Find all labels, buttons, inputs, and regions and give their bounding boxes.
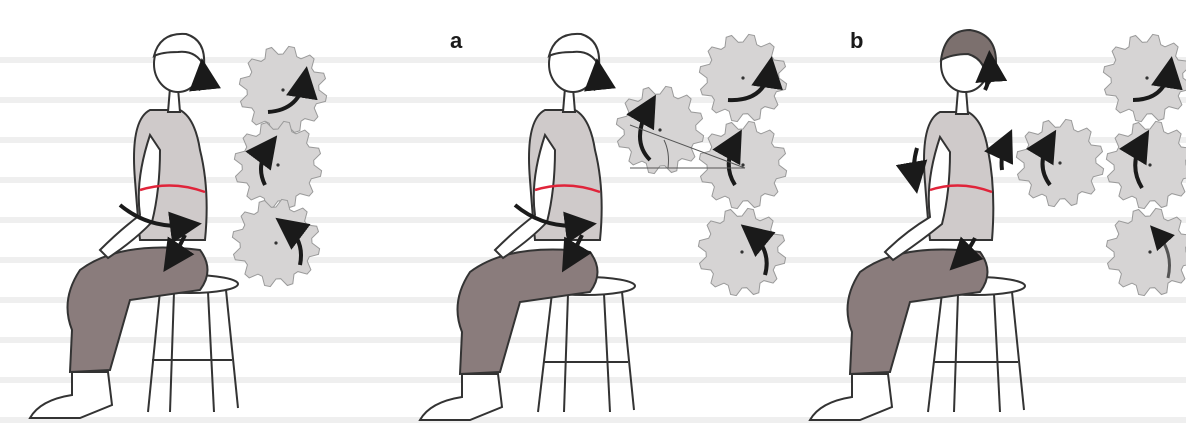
gear-icon <box>232 199 319 286</box>
gear-axle <box>1058 161 1061 164</box>
gear-icon <box>1016 119 1103 206</box>
gear-axle <box>740 250 743 253</box>
panel-b <box>810 30 1186 420</box>
gear-axle <box>1145 76 1148 79</box>
gear-stack-left <box>232 46 326 286</box>
gear-axle <box>658 128 661 131</box>
gear-axle <box>1148 163 1151 166</box>
gear-icon <box>239 46 326 133</box>
gear-icon <box>1106 208 1186 295</box>
panel-label-b: b <box>850 28 863 54</box>
gear-axle <box>1148 250 1151 253</box>
gear-icon <box>699 34 786 121</box>
gear-shape <box>1106 121 1186 208</box>
gear-icon <box>234 121 321 208</box>
gear-axle <box>281 88 284 91</box>
gear-icon <box>616 86 703 173</box>
gear-icon <box>698 208 785 295</box>
gear-icon <box>699 121 786 208</box>
gear-shape <box>1106 208 1186 295</box>
panel-a <box>420 34 787 420</box>
gear-axle <box>276 163 279 166</box>
gear-icon <box>1106 121 1186 208</box>
panel-left <box>30 34 327 418</box>
gear-axle <box>741 76 744 79</box>
gear-stack-a <box>616 34 786 295</box>
gear-axle <box>741 163 744 166</box>
gear-icon <box>1103 34 1186 121</box>
gear-axle <box>274 241 277 244</box>
panel-label-a: a <box>450 28 462 54</box>
gear-shape <box>1103 34 1186 121</box>
